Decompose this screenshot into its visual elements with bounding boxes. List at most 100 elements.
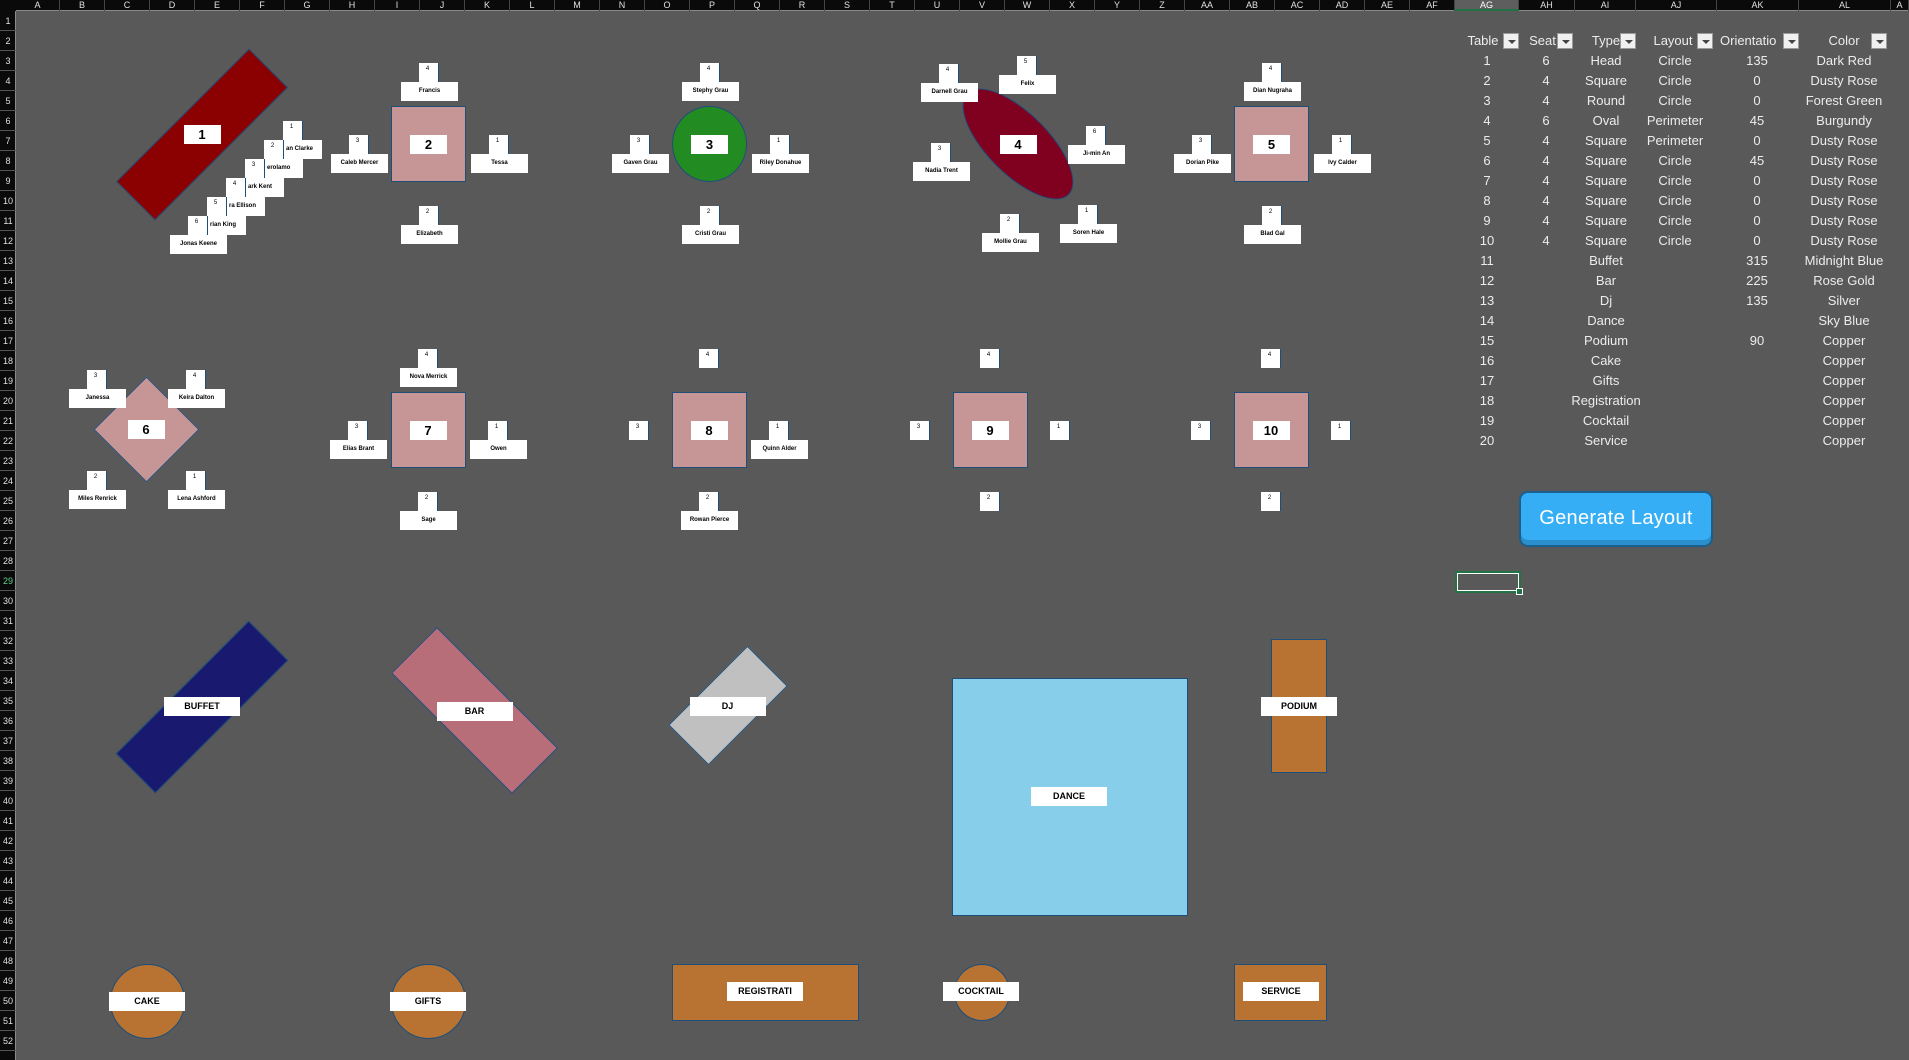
table-cell[interactable]: Square — [1585, 193, 1627, 208]
table-cell[interactable]: Oval — [1592, 113, 1620, 128]
table-cell[interactable]: 0 — [1753, 133, 1761, 148]
table-cell[interactable]: Copper — [1822, 353, 1866, 368]
table-cell[interactable]: Circle — [1658, 173, 1692, 188]
column-header-aj[interactable]: AJ — [1636, 0, 1717, 11]
table-cell[interactable]: 2 — [1483, 73, 1491, 88]
table-cell[interactable]: 16 — [1479, 353, 1495, 368]
row-header-4[interactable]: 4 — [0, 71, 16, 91]
table-cell[interactable]: Circle — [1658, 233, 1692, 248]
table-cell[interactable]: Buffet — [1589, 253, 1623, 268]
table-cell[interactable]: 225 — [1746, 273, 1768, 288]
table-cell[interactable]: Square — [1585, 153, 1627, 168]
column-header-o[interactable]: O — [645, 0, 690, 11]
column-header-ai[interactable]: AI — [1575, 0, 1636, 11]
seat-name-label[interactable]: Sage — [400, 511, 457, 530]
row-header-37[interactable]: 37 — [0, 731, 16, 751]
seat-name-label[interactable]: Lena Ashford — [168, 490, 225, 509]
row-header-38[interactable]: 38 — [0, 751, 16, 771]
column-header-ak[interactable]: AK — [1717, 0, 1799, 11]
row-header-5[interactable]: 5 — [0, 91, 16, 111]
table-cell[interactable]: 0 — [1753, 213, 1761, 228]
column-header-r[interactable]: R — [780, 0, 825, 11]
seat-name-label[interactable]: Tessa — [471, 154, 528, 173]
table-cell[interactable]: 13 — [1479, 293, 1495, 308]
column-header-ag[interactable]: AG — [1455, 0, 1519, 11]
row-header-19[interactable]: 19 — [0, 371, 16, 391]
seat-name-label[interactable]: Dian Nugraha — [1244, 82, 1301, 101]
table-cell[interactable]: Copper — [1822, 433, 1866, 448]
table-cell[interactable]: Square — [1585, 73, 1627, 88]
table-cell[interactable]: Cocktail — [1582, 413, 1630, 428]
row-header-46[interactable]: 46 — [0, 911, 16, 931]
table-cell[interactable]: 10 — [1479, 233, 1495, 248]
generate-layout-button[interactable]: Generate Layout — [1519, 491, 1713, 547]
column-header-w[interactable]: W — [1005, 0, 1050, 11]
row-header-28[interactable]: 28 — [0, 551, 16, 571]
table-cell[interactable]: Round — [1586, 93, 1626, 108]
row-header-3[interactable]: 3 — [0, 51, 16, 71]
table-cell[interactable]: Dusty Rose — [1810, 213, 1878, 228]
seat-name-label[interactable]: Miles Renrick — [69, 490, 126, 509]
row-header-31[interactable]: 31 — [0, 611, 16, 631]
column-header-ab[interactable]: AB — [1230, 0, 1275, 11]
table-cell[interactable]: Perimeter — [1646, 113, 1704, 128]
filter-dropdown-type[interactable] — [1620, 33, 1636, 49]
table-cell[interactable]: Podium — [1583, 333, 1629, 348]
table-cell[interactable]: 315 — [1746, 253, 1768, 268]
table-cell[interactable]: Sky Blue — [1818, 313, 1870, 328]
column-header-b[interactable]: B — [60, 0, 105, 11]
row-header-14[interactable]: 14 — [0, 271, 16, 291]
table-cell[interactable]: Registration — [1571, 393, 1641, 408]
table-cell[interactable]: 17 — [1479, 373, 1495, 388]
selected-cell[interactable] — [1455, 571, 1523, 595]
table-cell[interactable]: 19 — [1479, 413, 1495, 428]
row-header-24[interactable]: 24 — [0, 471, 16, 491]
column-header-ae[interactable]: AE — [1365, 0, 1410, 11]
row-header-32[interactable]: 32 — [0, 631, 16, 651]
table-cell[interactable]: Silver — [1827, 293, 1861, 308]
table-cell[interactable]: 135 — [1746, 293, 1768, 308]
row-header-8[interactable]: 8 — [0, 151, 16, 171]
seat-name-label[interactable]: Riley Donahue — [752, 154, 809, 173]
table-cell[interactable]: Head — [1590, 53, 1622, 68]
table-cell[interactable]: 45 — [1749, 153, 1765, 168]
table-cell[interactable]: Gifts — [1592, 373, 1620, 388]
table-cell[interactable]: Dusty Rose — [1810, 173, 1878, 188]
seat-name-label[interactable]: Felix — [999, 75, 1056, 94]
column-header-n[interactable]: N — [600, 0, 645, 11]
seat-name-label[interactable]: Stephy Grau — [682, 82, 739, 101]
column-header-z[interactable]: Z — [1140, 0, 1185, 11]
row-header-22[interactable]: 22 — [0, 431, 16, 451]
row-header-48[interactable]: 48 — [0, 951, 16, 971]
table-cell[interactable]: 0 — [1753, 93, 1761, 108]
seat-name-label[interactable]: Gaven Grau — [612, 154, 669, 173]
table-cell[interactable]: 11 — [1480, 253, 1494, 268]
column-header-x[interactable]: X — [1050, 0, 1095, 11]
row-header-15[interactable]: 15 — [0, 291, 16, 311]
row-header-27[interactable]: 27 — [0, 531, 16, 551]
column-header-k[interactable]: K — [465, 0, 510, 11]
column-header-ac[interactable]: AC — [1275, 0, 1320, 11]
table-cell[interactable]: 20 — [1479, 433, 1495, 448]
column-header-v[interactable]: V — [960, 0, 1005, 11]
row-header-21[interactable]: 21 — [0, 411, 16, 431]
row-header-10[interactable]: 10 — [0, 191, 16, 211]
table-cell[interactable]: 0 — [1753, 193, 1761, 208]
filter-dropdown-orientatio[interactable] — [1783, 33, 1799, 49]
table-cell[interactable]: Dusty Rose — [1810, 133, 1878, 148]
row-header-29[interactable]: 29 — [0, 571, 16, 591]
table-cell[interactable]: 45 — [1749, 113, 1765, 128]
seat-name-label[interactable]: Ji-min An — [1068, 145, 1125, 164]
table-cell[interactable]: Circle — [1658, 53, 1692, 68]
row-header-23[interactable]: 23 — [0, 451, 16, 471]
table-cell[interactable]: Dusty Rose — [1810, 193, 1878, 208]
table-cell[interactable]: 4 — [1542, 173, 1550, 188]
seat-name-label[interactable]: Jonas Keene — [170, 235, 227, 254]
column-header-aa[interactable]: AA — [1185, 0, 1230, 11]
column-header-h[interactable]: H — [330, 0, 375, 11]
seat-name-label[interactable]: Quinn Alder — [751, 440, 808, 459]
table-cell[interactable]: Midnight Blue — [1804, 253, 1884, 268]
seat-name-label[interactable]: Darnell Grau — [921, 83, 978, 102]
seat-name-label[interactable]: Owen — [470, 440, 527, 459]
table-cell[interactable]: 4 — [1542, 73, 1550, 88]
